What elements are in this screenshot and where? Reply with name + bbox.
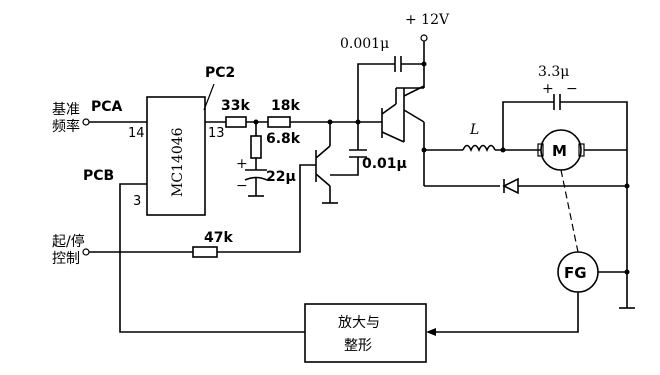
resistor-18k-label: 18k xyxy=(271,98,300,114)
pca-terminal xyxy=(82,118,90,126)
wire-0-01u-bottom xyxy=(330,157,359,176)
resistor-47k-label: 47k xyxy=(204,230,233,246)
inductor-label: L xyxy=(469,122,479,138)
wire-fg-to-amp xyxy=(432,292,579,333)
q1-collector xyxy=(381,103,397,115)
q-small-emitter xyxy=(315,173,331,187)
cap-22u-plate-bottom xyxy=(244,176,268,181)
resistor-33k xyxy=(225,116,247,128)
wire-47k-transistor xyxy=(217,164,316,253)
node-diode-right xyxy=(624,183,630,189)
q1-emitter xyxy=(381,131,405,143)
cap-22u-plus: + xyxy=(236,156,248,172)
node-out xyxy=(421,147,427,153)
pcb-wire xyxy=(119,183,305,333)
vcc-terminal xyxy=(420,34,428,42)
wire-0-001u-left xyxy=(357,63,395,122)
pc2-label: PC2 xyxy=(205,65,235,81)
ref-freq-label-2: 频率 xyxy=(52,118,80,135)
node-base xyxy=(327,119,333,125)
amp-shaper-box xyxy=(304,303,427,363)
pcb-label: PCB xyxy=(83,168,114,184)
pin3-label: 3 xyxy=(133,194,141,209)
q-small-collector xyxy=(315,145,331,159)
resistor-47k xyxy=(192,246,218,258)
inductor-l xyxy=(462,144,496,152)
amp-shaper-label-2: 整形 xyxy=(344,338,372,354)
ic-mc14046-label: MC14046 xyxy=(170,127,186,197)
ref-freq-label-1: 基准 xyxy=(52,101,80,118)
resistor-33k-label: 33k xyxy=(221,98,250,114)
cap-22u-label: 22μ xyxy=(266,169,296,185)
motor-brush-left xyxy=(537,143,544,157)
resistor-6-8k-label: 6.8k xyxy=(266,131,301,147)
cap-3-3u-plus: + xyxy=(542,81,554,97)
q2-emitter xyxy=(403,109,425,123)
vcc-label: + 12V xyxy=(405,12,450,28)
q2-collector xyxy=(403,85,425,97)
wire-3-3u-left xyxy=(502,101,554,150)
ic-mc14046-body xyxy=(146,96,206,216)
pin14-label: 14 xyxy=(128,126,145,141)
motor-label: M xyxy=(552,142,567,160)
node-fg-right xyxy=(624,269,630,275)
start-stop-label-1: 起/停 xyxy=(52,233,85,250)
amp-shaper-label-1: 放大与 xyxy=(338,315,380,331)
cap-0-01u-label: 0.01μ xyxy=(362,156,407,172)
pc2-pointer xyxy=(203,83,215,111)
wire-3-3u-right xyxy=(560,101,628,308)
shaft-dashed xyxy=(560,169,579,253)
cap-3-3u-minus: − xyxy=(566,81,578,97)
start-stop-label-2: 控制 xyxy=(52,251,80,267)
pca-label: PCA xyxy=(91,99,123,115)
resistor-18k xyxy=(267,116,291,128)
pin13-label: 13 xyxy=(208,126,225,141)
cap-3-3u-label: 3.3μ xyxy=(538,64,569,80)
diode-triangle xyxy=(502,177,519,195)
cap-0-001u-label: 0.001μ xyxy=(340,36,389,52)
cap-22u-minus: − xyxy=(236,178,248,194)
arrow-into-amp xyxy=(426,328,436,336)
resistor-6-8k xyxy=(250,135,262,159)
fg-label: FG xyxy=(564,264,587,282)
